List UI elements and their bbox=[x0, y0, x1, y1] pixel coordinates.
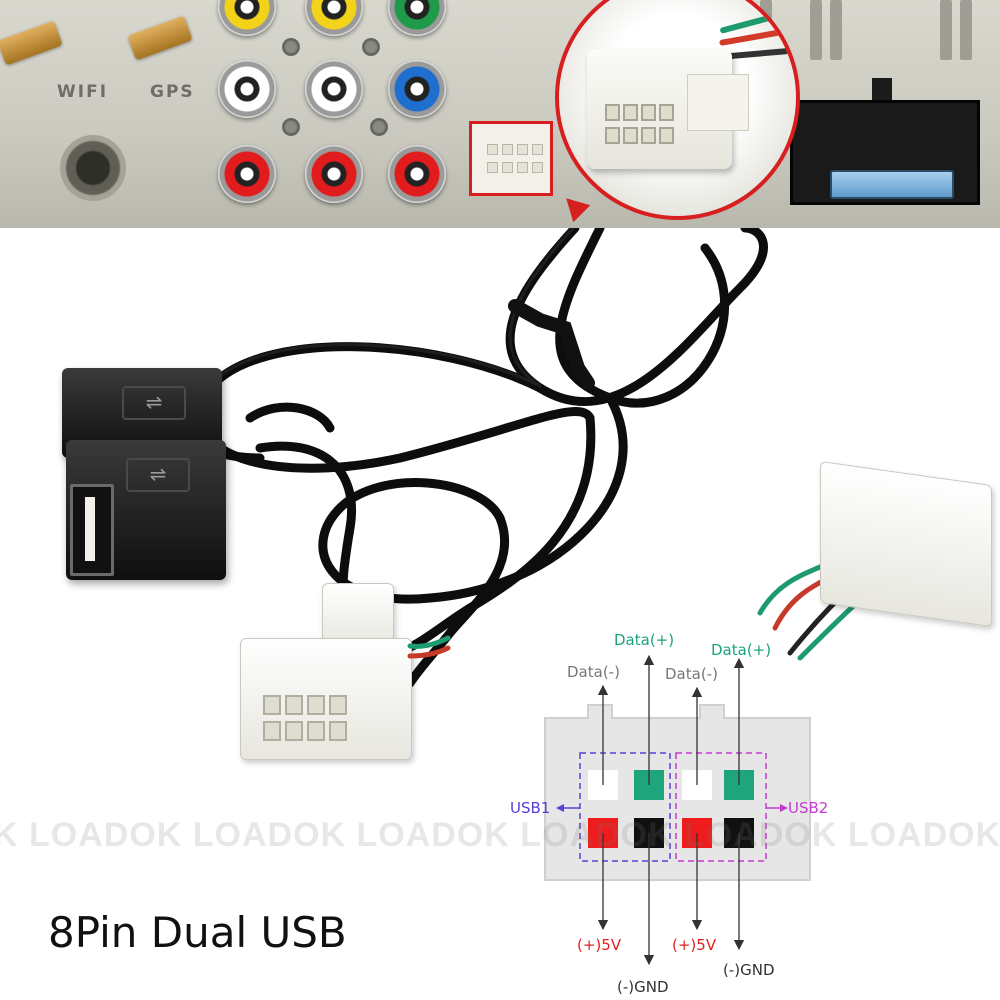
rca-jack bbox=[388, 0, 446, 36]
port-pin bbox=[487, 144, 498, 155]
plug-hole bbox=[329, 721, 347, 741]
port-pin bbox=[532, 144, 543, 155]
connector-zoom-circle bbox=[555, 0, 800, 220]
wifi-label: WIFI bbox=[57, 82, 109, 102]
eight-pin-plug bbox=[240, 638, 412, 760]
plug-hole bbox=[307, 695, 325, 715]
plug-hole bbox=[263, 695, 281, 715]
wifi-antenna-connector bbox=[0, 20, 63, 66]
rca-jack bbox=[305, 145, 363, 203]
plug-hole bbox=[307, 721, 325, 741]
rca-jack bbox=[218, 145, 276, 203]
plug-hole bbox=[659, 104, 674, 121]
plug-hole bbox=[641, 104, 656, 121]
rca-jack bbox=[388, 145, 446, 203]
plug-hole bbox=[285, 695, 303, 715]
pointer-arrow-icon bbox=[557, 189, 591, 223]
vent-slot bbox=[830, 0, 842, 60]
rca-jack bbox=[388, 60, 446, 118]
usb-receptacle-2: ⇌ bbox=[66, 440, 226, 580]
connector-plug-closeup bbox=[587, 49, 749, 169]
port-pin bbox=[517, 162, 528, 173]
usb-tongue bbox=[85, 497, 95, 561]
screw-icon bbox=[370, 118, 388, 136]
rca-jack bbox=[305, 0, 363, 36]
plug-hole bbox=[285, 721, 303, 741]
port-pin bbox=[502, 162, 513, 173]
port-pin bbox=[532, 162, 543, 173]
screw-icon bbox=[282, 38, 300, 56]
rca-jack bbox=[218, 0, 276, 36]
eight-pin-plug-rear bbox=[820, 460, 992, 628]
plug-latch bbox=[687, 74, 749, 131]
gps-label: GPS bbox=[150, 82, 195, 102]
plug-hole bbox=[623, 127, 638, 144]
rca-jack bbox=[305, 60, 363, 118]
gps-antenna-connector bbox=[127, 15, 193, 61]
usb-icon: ⇌ bbox=[126, 458, 190, 492]
plug-wires bbox=[407, 555, 865, 661]
plug-hole bbox=[329, 695, 347, 715]
product-caption: 8Pin Dual USB bbox=[48, 908, 347, 957]
antenna-jack bbox=[60, 135, 126, 201]
rca-jack bbox=[218, 60, 276, 118]
plug-hole bbox=[641, 127, 656, 144]
vent-slot bbox=[960, 0, 972, 60]
usb-port-highlight bbox=[469, 121, 553, 196]
plug-hole bbox=[659, 127, 674, 144]
fuse-icon bbox=[830, 170, 954, 199]
vent-slot bbox=[810, 0, 822, 60]
harness-tab bbox=[872, 78, 892, 104]
usb-port-opening bbox=[70, 484, 114, 576]
plug-hole bbox=[263, 721, 281, 741]
cable-tie bbox=[508, 299, 595, 390]
cable-product-photo: ⇌ ⇌ bbox=[0, 228, 1000, 1000]
plug-hole bbox=[605, 104, 620, 121]
port-pin bbox=[517, 144, 528, 155]
plug-hole bbox=[623, 104, 638, 121]
vent-slot bbox=[940, 0, 952, 60]
port-pin bbox=[487, 162, 498, 173]
screw-icon bbox=[282, 118, 300, 136]
usb-icon: ⇌ bbox=[122, 386, 186, 420]
screw-icon bbox=[362, 38, 380, 56]
watermark: DOK LOADOK LOADOK LOADOK LOADOK LOADOK L… bbox=[0, 816, 1000, 854]
head-unit-rear-panel: WIFI GPS bbox=[0, 0, 1000, 228]
port-pin bbox=[502, 144, 513, 155]
plug-hole bbox=[605, 127, 620, 144]
